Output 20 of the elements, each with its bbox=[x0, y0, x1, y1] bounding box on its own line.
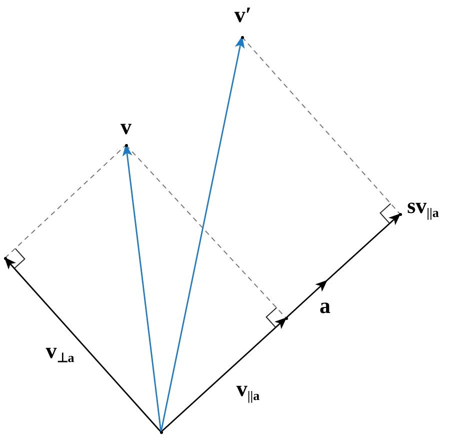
vector-point bbox=[284, 316, 288, 320]
vector-point bbox=[160, 430, 162, 434]
vector-point bbox=[124, 144, 128, 146]
projection-line bbox=[4, 144, 126, 258]
projection-line bbox=[126, 144, 286, 318]
edge-label: v$_{||a}$ bbox=[236, 378, 260, 402]
vector-point bbox=[4, 256, 6, 260]
vector-arrow bbox=[286, 213, 400, 319]
vector-arrow bbox=[122, 144, 162, 432]
vector-point bbox=[398, 212, 402, 216]
vector-arrow bbox=[160, 317, 287, 433]
projection-line bbox=[242, 36, 400, 214]
vector-label: v bbox=[120, 116, 132, 138]
vector-point bbox=[240, 36, 244, 38]
vector-label: sv$_{||a}$ bbox=[407, 195, 439, 219]
vector-label: v′ bbox=[234, 4, 252, 26]
edge-label: a bbox=[320, 295, 330, 317]
vector-arrow bbox=[160, 36, 245, 432]
vector-arrow bbox=[4, 257, 162, 432]
edge-label: v$_{⊥a}$ bbox=[46, 340, 74, 364]
